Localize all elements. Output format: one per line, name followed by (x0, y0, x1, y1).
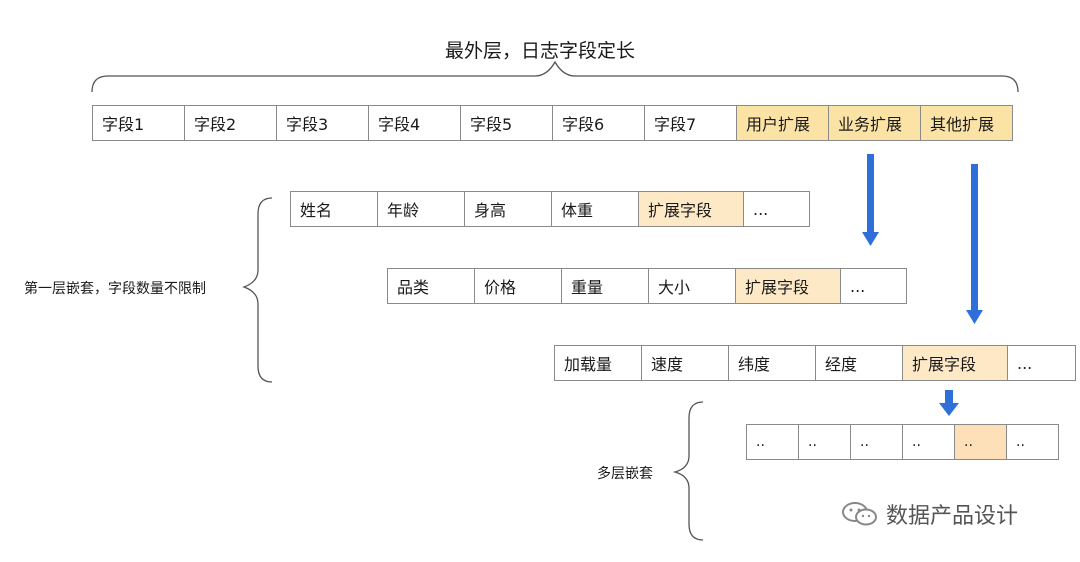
field-cell: 纬度 (728, 345, 816, 381)
ext-field-cell: 扩展字段 (735, 268, 841, 304)
other-ext-cell: 其他扩展 (920, 105, 1013, 141)
top-field-row: 字段1 字段2 字段3 字段4 字段5 字段6 字段7 用户扩展 业务扩展 其他… (92, 105, 1013, 141)
deep-cell: .. (1006, 424, 1059, 460)
field-cell: 大小 (648, 268, 736, 304)
field-cell: 价格 (474, 268, 562, 304)
left-brace-first-layer (242, 197, 273, 383)
ext-field-cell: 扩展字段 (902, 345, 1008, 381)
field-cell: 经度 (815, 345, 903, 381)
field-cell: 身高 (464, 191, 552, 227)
business-ext-cell: 业务扩展 (828, 105, 921, 141)
deep-cell: .. (798, 424, 851, 460)
field-cell: 字段5 (460, 105, 553, 141)
ellipsis-cell: ... (1007, 345, 1076, 381)
watermark: 数据产品设计 (840, 498, 1018, 530)
deep-nested-row: .. .. .. .. .. .. (746, 424, 1059, 460)
field-cell: 年龄 (377, 191, 465, 227)
nested-row-1: 姓名 年龄 身高 体重 扩展字段 ... (290, 191, 810, 227)
field-cell: 加载量 (554, 345, 642, 381)
diagram-title: 最外层，日志字段定长 (444, 40, 635, 62)
field-cell: 字段3 (276, 105, 369, 141)
field-cell: 品类 (387, 268, 475, 304)
label-multi-layer: 多层嵌套 (597, 466, 653, 482)
top-brace (91, 60, 1019, 93)
ellipsis-cell: ... (743, 191, 810, 227)
field-cell: 体重 (551, 191, 639, 227)
arrow-other-ext (966, 164, 983, 324)
watermark-text: 数据产品设计 (886, 504, 1019, 529)
field-cell: 重量 (561, 268, 649, 304)
deep-cell: .. (746, 424, 799, 460)
wechat-icon (842, 502, 877, 526)
field-cell: 字段2 (184, 105, 277, 141)
field-cell: 字段6 (552, 105, 645, 141)
field-cell: 姓名 (290, 191, 378, 227)
label-first-layer: 第一层嵌套，字段数量不限制 (24, 281, 206, 297)
nested-row-2: 品类 价格 重量 大小 扩展字段 ... (387, 268, 907, 304)
field-cell: 速度 (641, 345, 729, 381)
arrow-multi-layer (939, 390, 959, 416)
field-cell: 字段1 (92, 105, 185, 141)
arrow-business-ext (862, 154, 879, 246)
deep-cell: .. (850, 424, 903, 460)
left-brace-multi-layer (672, 401, 704, 541)
ellipsis-cell: ... (840, 268, 907, 304)
nested-row-3: 加载量 速度 纬度 经度 扩展字段 ... (554, 345, 1076, 381)
ext-field-cell: 扩展字段 (638, 191, 744, 227)
field-cell: 字段4 (368, 105, 461, 141)
deep-ext-cell: .. (954, 424, 1007, 460)
field-cell: 字段7 (644, 105, 737, 141)
user-ext-cell: 用户扩展 (736, 105, 829, 141)
deep-cell: .. (902, 424, 955, 460)
